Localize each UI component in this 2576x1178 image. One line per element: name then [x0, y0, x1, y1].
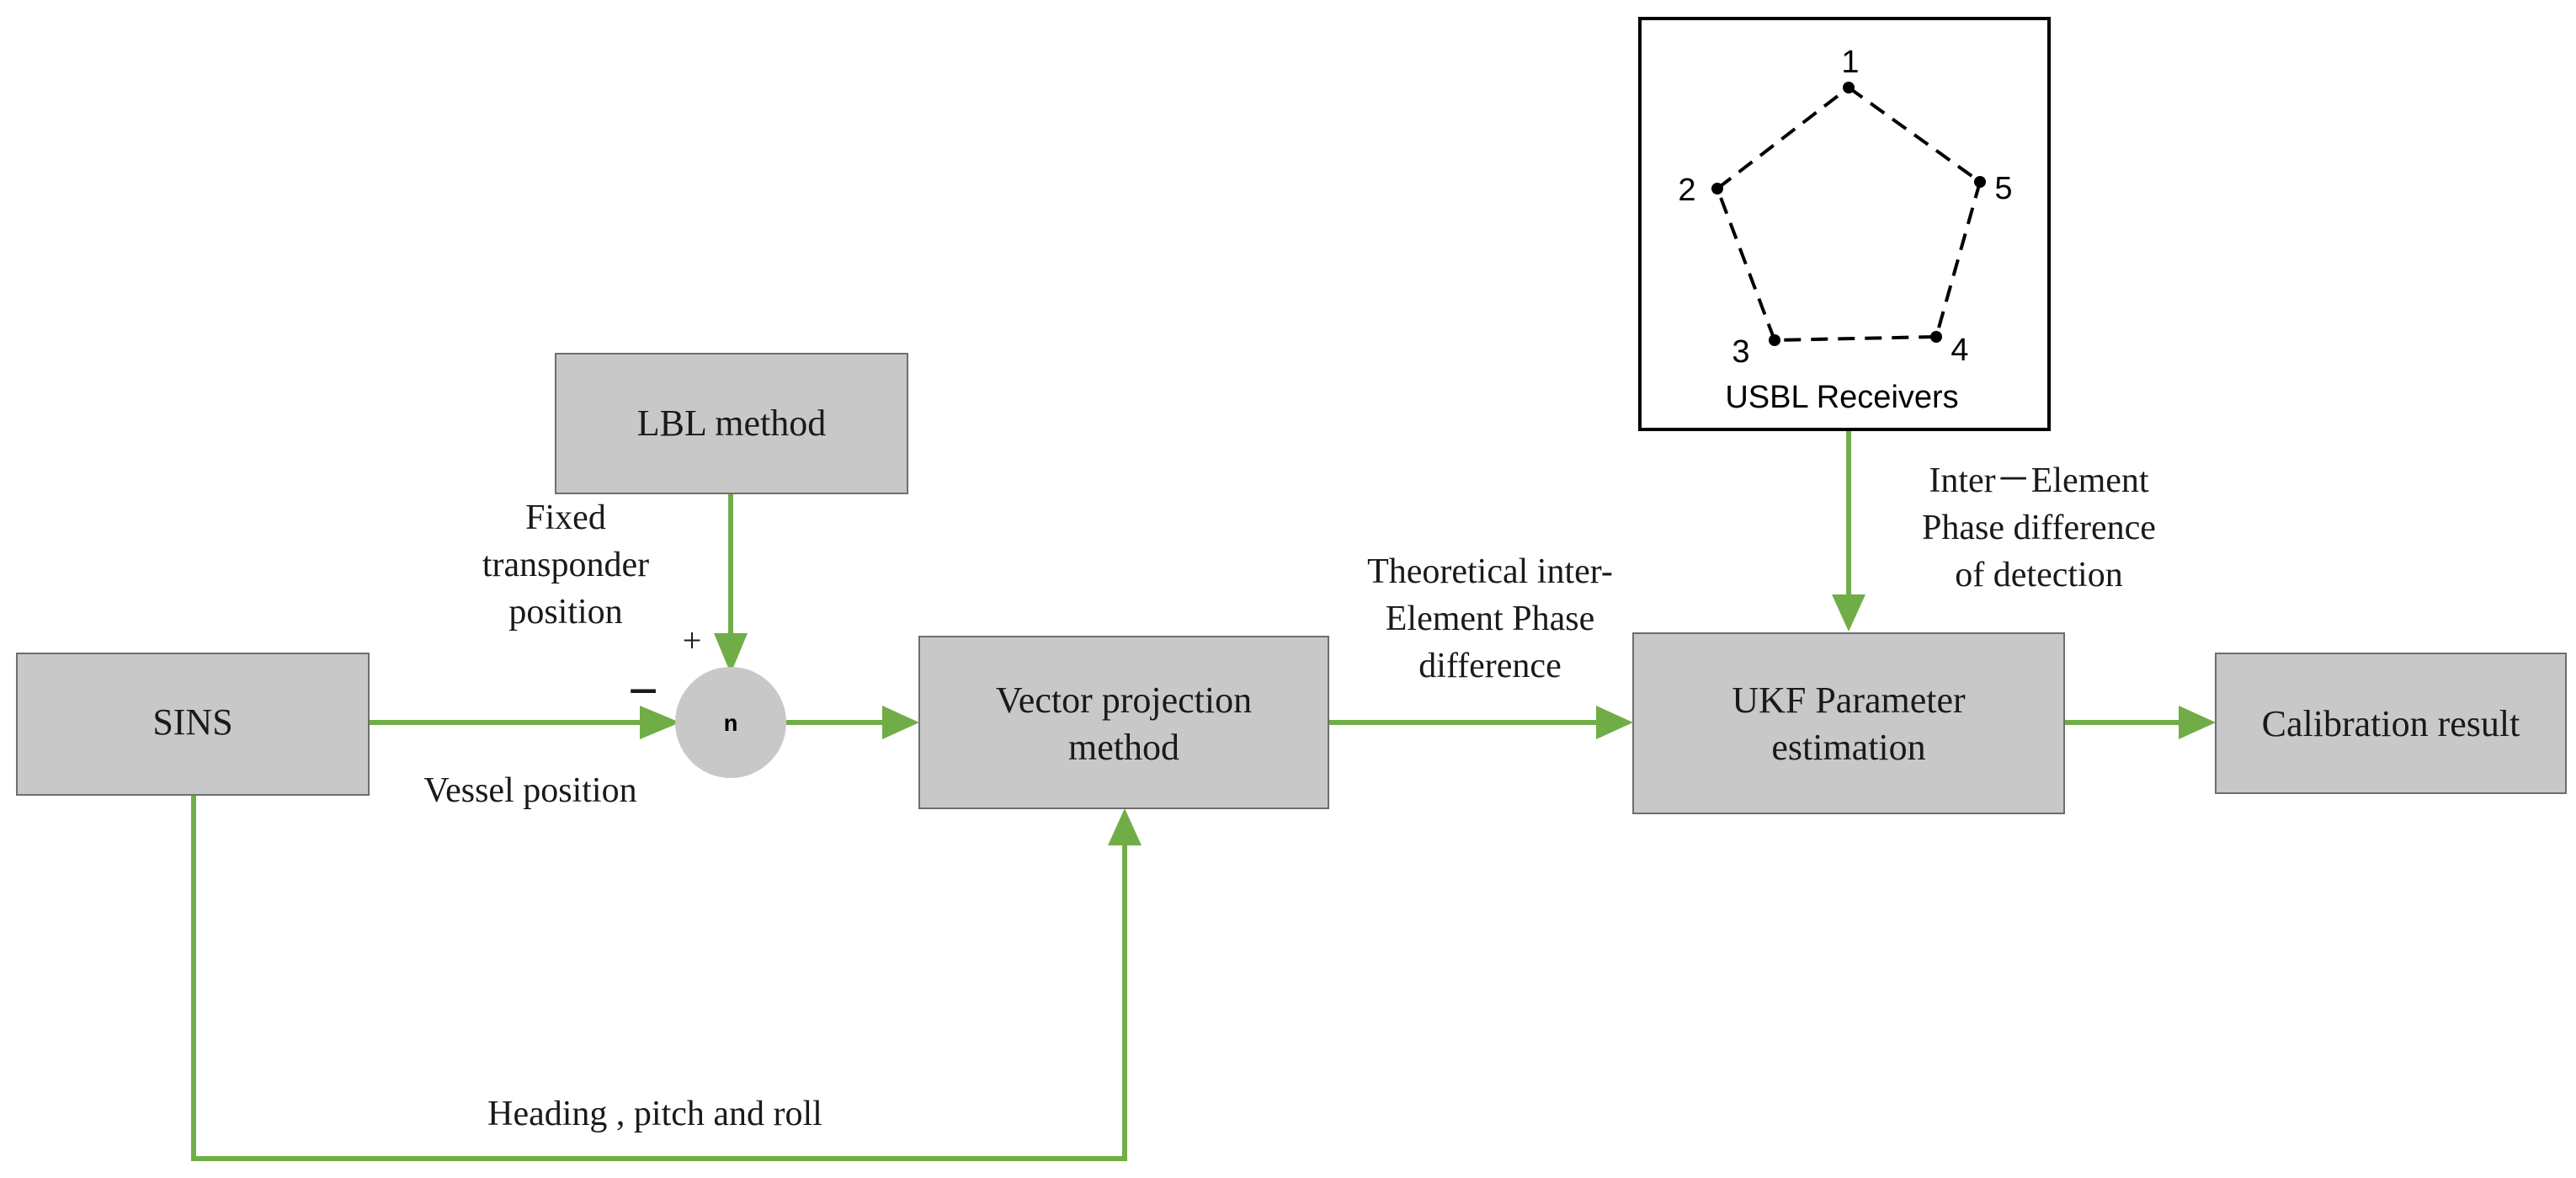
edge-sins-to-vector-loop: [191, 795, 1127, 1161]
lbl-method-label: LBL method: [637, 402, 826, 444]
summing-junction-label: n: [724, 712, 738, 738]
theoretical-phase-line2: Element Phase: [1386, 600, 1594, 638]
receiver-node-4: [1930, 331, 1942, 343]
theoretical-phase-line1: Theoretical inter-: [1367, 552, 1613, 591]
vector-box: [918, 636, 1329, 809]
arrowhead-sum-left: [640, 706, 680, 739]
arrowhead-ukf-left: [1596, 706, 1633, 739]
usbl-receivers-label: USBL Receivers: [1725, 380, 1958, 415]
receiver-label-1: 1: [1841, 45, 1859, 80]
ukf-label-line2: estimation: [1771, 727, 1925, 768]
receiver-node-1: [1843, 82, 1855, 93]
receiver-node-2: [1711, 183, 1723, 195]
arrowhead-vector-left: [882, 706, 919, 739]
receiver-node-3: [1769, 334, 1780, 346]
detection-phase-line3: of detection: [1955, 556, 2122, 594]
arrowhead-ukf-top: [1832, 594, 1865, 632]
receiver-node-5: [1974, 176, 1986, 188]
vector-label-line2: method: [1068, 727, 1179, 768]
vector-label-line1: Vector projection: [996, 680, 1252, 721]
calibration-result-label: Calibration result: [2262, 703, 2520, 744]
receiver-label-3: 3: [1732, 334, 1749, 370]
plus-sign: +: [683, 621, 702, 659]
receiver-label-2: 2: [1678, 173, 1695, 208]
minus-sign: −: [628, 661, 658, 721]
fixed-transponder-line1: Fixed: [525, 498, 606, 537]
ukf-box: [1632, 632, 2065, 814]
detection-phase-line1: Inter－Element: [1929, 461, 2149, 500]
arrowhead-sum-top: [714, 633, 748, 674]
arrowhead-calib-left: [2179, 706, 2216, 739]
detection-phase-line2: Phase difference: [1922, 509, 2156, 547]
fixed-transponder-line3: position: [508, 593, 622, 632]
lbl-box: [555, 353, 908, 494]
ukf-label-line1: UKF Parameter: [1732, 680, 1966, 721]
receiver-label-4: 4: [1951, 333, 1968, 368]
fixed-transponder-line2: transponder: [482, 546, 649, 584]
calib-box: [2215, 653, 2567, 794]
heading-pitch-roll-label: Heading , pitch and roll: [487, 1095, 822, 1133]
theoretical-phase-line3: difference: [1418, 647, 1561, 685]
sins-box: [16, 653, 370, 796]
receiver-label-5: 5: [1994, 171, 2012, 206]
usbl-receivers-panel: [1638, 17, 2051, 431]
summing-junction: [675, 667, 786, 778]
arrowhead-vector-bottom: [1108, 808, 1142, 845]
receiver-array-outline: [1715, 85, 1983, 343]
vessel-position-label: Vessel position: [423, 771, 636, 810]
sins-label: SINS: [152, 701, 232, 743]
